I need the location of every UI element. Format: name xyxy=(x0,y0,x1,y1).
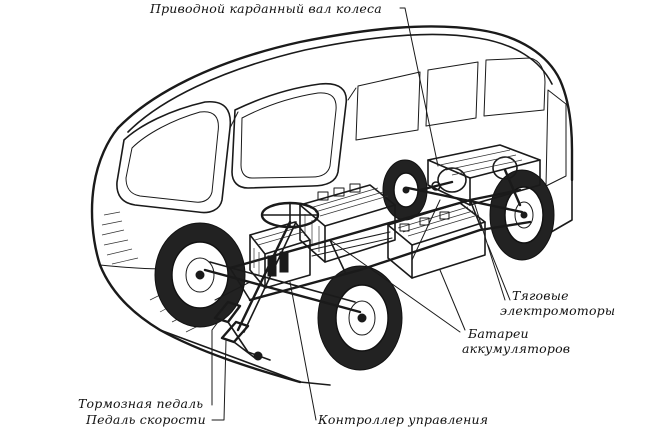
controller-unit xyxy=(249,221,311,289)
label-drive-shaft: Приводной карданный вал колеса xyxy=(150,1,382,16)
label-controller: Контроллер управления xyxy=(318,412,489,427)
pedals xyxy=(213,300,271,361)
label-brake-pedal: Тормозная педаль xyxy=(78,396,204,411)
label-traction-motors-2: электромоторы xyxy=(500,303,616,318)
front-left-wheel xyxy=(154,222,246,328)
label-traction-motors-1: Тяговые xyxy=(512,288,569,303)
label-speed-pedal: Педаль скорости xyxy=(86,412,206,427)
steering-wheel xyxy=(236,201,320,333)
label-batteries-2: аккумуляторов xyxy=(462,341,571,356)
battery-box-middle xyxy=(387,202,486,279)
rear-right-wheel xyxy=(489,169,555,261)
drive-shaft xyxy=(418,168,522,207)
wiring xyxy=(214,199,441,301)
battery-box-front xyxy=(299,183,396,263)
front-right-wheel xyxy=(317,265,403,371)
leader-lines xyxy=(211,7,511,421)
traction-motors xyxy=(427,144,541,206)
label-batteries-1: Батареи xyxy=(468,326,529,341)
